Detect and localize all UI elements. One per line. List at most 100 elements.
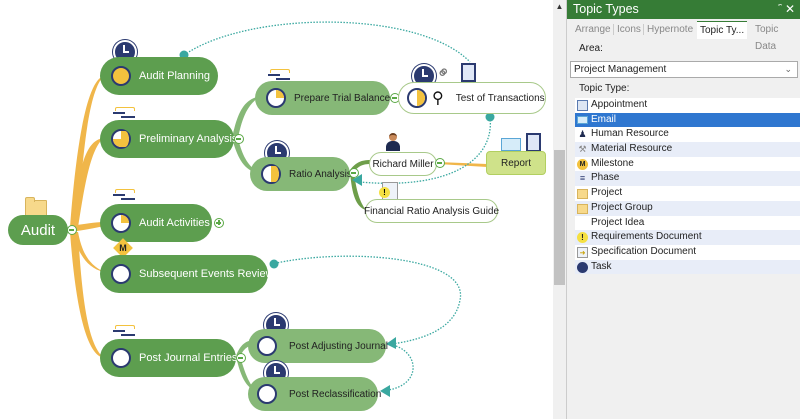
milestone-label: M <box>119 243 127 253</box>
tab-topic-data[interactable]: Topic Data <box>755 24 779 52</box>
topic-financial-ratio-analysis-guide[interactable]: Financial Ratio Analysis Guide <box>363 199 500 223</box>
phase-icon <box>113 107 135 119</box>
envelope-icon <box>577 115 588 124</box>
note-icon[interactable] <box>461 63 476 82</box>
topic-label: Prepare Trial Balance <box>294 92 391 104</box>
topic-prepare-trial-balance[interactable]: Prepare Trial Balance <box>255 81 390 115</box>
connections-layer <box>70 21 495 397</box>
requirements-doc-icon: ! <box>577 232 588 244</box>
list-item-label: Human Resource <box>591 128 669 140</box>
root-topic-audit[interactable]: Audit <box>8 215 68 245</box>
scroll-up-button[interactable]: ▲ <box>555 2 564 11</box>
topic-type-material-resource[interactable]: ⚒ Material Resource <box>575 142 800 157</box>
topic-type-human-resource[interactable]: ♟ Human Resource <box>575 127 800 143</box>
topic-audit-activities[interactable]: Audit Activities <box>100 204 212 242</box>
progress-clock-icon <box>111 348 131 368</box>
progress-clock-icon <box>407 88 427 108</box>
topic-type-requirements-document[interactable]: ! Requirements Document <box>575 230 800 245</box>
panel-title: Topic Types <box>573 2 639 16</box>
topic-label: Post Journal Entries <box>139 352 238 364</box>
progress-clock-icon <box>111 264 131 284</box>
collapse-toggle[interactable] <box>435 158 445 168</box>
topic-label: Financial Ratio Analysis Guide <box>363 205 500 217</box>
person-icon: ♟ <box>578 129 587 140</box>
area-select-value: Project Management <box>574 64 667 75</box>
warning-icon: ! <box>379 187 390 198</box>
topic-subsequent-events-review[interactable]: Subsequent Events Review <box>100 255 274 293</box>
phase-icon <box>113 189 135 201</box>
email-icon <box>501 138 521 151</box>
topic-type-specification-document[interactable]: ➜ Specification Document <box>575 244 800 260</box>
task-icon <box>577 261 588 273</box>
tools-icon: ⚒ <box>578 144 587 155</box>
branch-subsequent-events <box>72 232 104 272</box>
branch-report <box>438 162 487 167</box>
list-item-label: Email <box>591 113 617 125</box>
topic-report[interactable]: Report <box>486 151 546 175</box>
topic-label: Audit Planning <box>139 70 210 82</box>
tab-hypernote[interactable]: Hypernote <box>647 24 694 35</box>
list-item-label: Milestone <box>591 157 634 169</box>
topic-test-of-transactions[interactable]: ⚲ Test of Transactions <box>398 82 546 114</box>
tab-separator <box>643 24 644 35</box>
tab-arrange[interactable]: Arrange <box>575 24 611 35</box>
topic-preliminary-analysis[interactable]: Preliminary Analysis <box>100 120 238 158</box>
list-item-label: Task <box>591 260 612 272</box>
progress-clock-icon <box>111 66 131 86</box>
progress-clock-icon <box>257 384 277 404</box>
list-item-label: Project Idea <box>591 216 645 228</box>
tab-topic-types[interactable]: Topic Ty... <box>697 21 748 39</box>
topic-label: Post Reclassification <box>289 388 382 400</box>
topic-post-journal-entries[interactable]: Post Journal Entries <box>100 339 238 377</box>
topic-label: Preliminary Analysis <box>139 133 238 145</box>
topic-audit-planning[interactable]: Audit Planning <box>100 57 218 95</box>
topic-types-panel: Topic Types ҄ ✕ Arrange Icons Hypernote … <box>566 0 800 419</box>
person-icon <box>386 133 400 153</box>
list-item-label: Project Group <box>591 201 653 213</box>
collapse-toggle[interactable] <box>234 134 244 144</box>
topic-type-project-group[interactable]: Project Group <box>575 200 800 216</box>
topic-richard-miller[interactable]: Richard Miller <box>369 152 437 176</box>
list-item-label: Appointment <box>591 99 648 110</box>
topic-label: Richard Miller <box>372 158 434 170</box>
progress-clock-icon <box>111 213 131 233</box>
note-icon[interactable] <box>526 133 541 152</box>
area-select[interactable]: Project Management ⌄ <box>570 61 798 78</box>
topic-type-project[interactable]: Project <box>575 186 800 201</box>
vertical-scrollbar[interactable]: ▲ <box>553 0 566 419</box>
relationship-post-adjusting-reclass <box>387 345 414 391</box>
topic-label: Report <box>500 157 531 169</box>
root-topic-label: Audit <box>20 221 56 239</box>
panel-title-bar: Topic Types ҄ ✕ <box>567 0 800 19</box>
collapse-toggle[interactable] <box>349 168 359 178</box>
location-pin-icon: ⚲ <box>432 90 444 107</box>
topic-type-task[interactable]: Task <box>575 259 800 275</box>
topic-post-reclassification[interactable]: Post Reclassification <box>248 377 382 411</box>
topic-type-email[interactable]: Email <box>575 112 800 128</box>
phase-icon: ≡ <box>579 173 586 184</box>
topic-type-milestone[interactable]: M Milestone <box>575 156 800 172</box>
close-icon[interactable]: ✕ <box>784 2 795 16</box>
topic-ratio-analysis[interactable]: Ratio Analysis <box>250 157 352 191</box>
chevron-down-icon: ⌄ <box>784 64 792 74</box>
topic-type-phase[interactable]: ≡ Phase <box>575 171 800 187</box>
phase-icon <box>113 325 135 337</box>
collapse-toggle-root[interactable] <box>67 225 77 235</box>
expand-toggle[interactable] <box>214 218 224 228</box>
relationship-subsequent-post-adjusting <box>271 255 461 345</box>
tab-icons[interactable]: Icons <box>617 24 641 35</box>
panel-tabs: Arrange Icons Hypernote Topic Ty... Topi… <box>567 21 800 52</box>
topic-post-adjusting-journal[interactable]: Post Adjusting Journal <box>248 329 388 363</box>
topic-type-appointment[interactable]: Appointment <box>575 98 800 113</box>
topic-label: Post Adjusting Journal <box>289 340 388 352</box>
list-item-label: Phase <box>591 172 620 184</box>
topic-label: Audit Activities <box>139 217 210 229</box>
scrollbar-thumb[interactable] <box>554 150 565 285</box>
progress-clock-icon <box>257 336 277 356</box>
list-item-label: Material Resource <box>591 143 673 155</box>
topic-type-project-idea[interactable]: Project Idea <box>575 215 800 231</box>
mindmap-canvas[interactable]: Audit Audit Planning Preliminary Analysi… <box>0 0 553 419</box>
collapse-toggle[interactable] <box>236 353 246 363</box>
milestone-icon: M <box>577 158 588 170</box>
progress-clock-icon <box>261 164 281 184</box>
